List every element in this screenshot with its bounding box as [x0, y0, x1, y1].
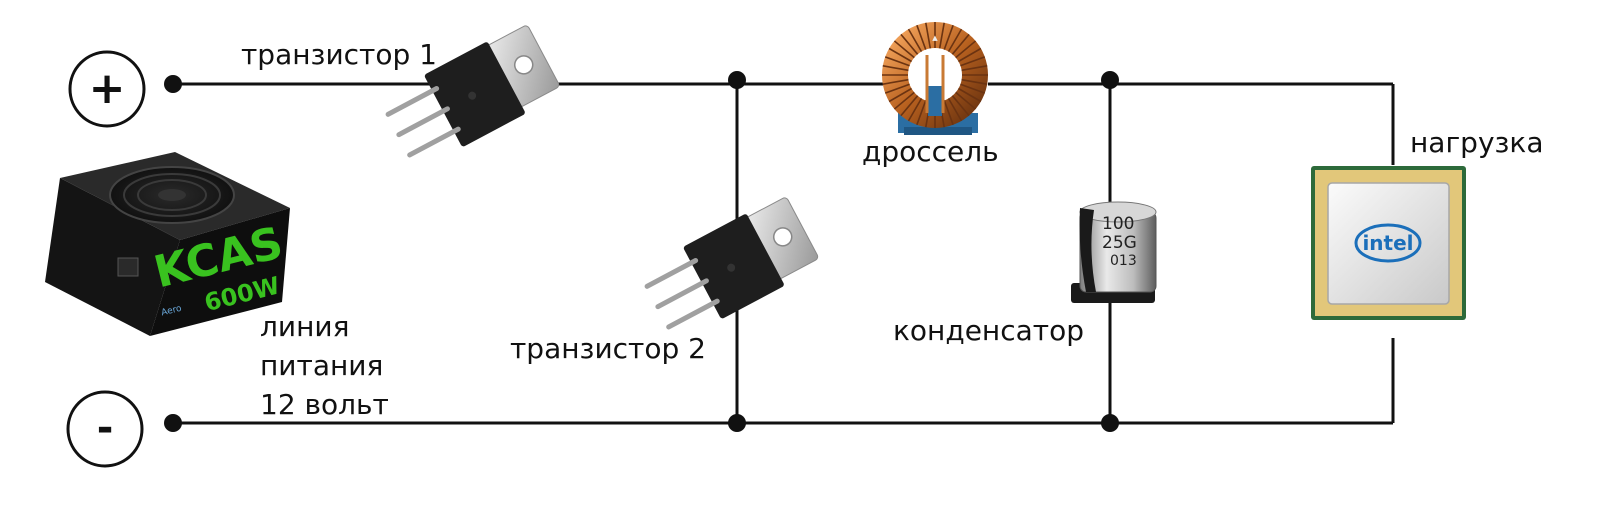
wires — [173, 82, 1395, 425]
transistor-2-label: транзистор 2 — [510, 332, 706, 365]
junction-dot — [164, 75, 182, 93]
psu-maker-text: Aero — [160, 304, 183, 319]
supply-line-label-2: питания — [260, 349, 384, 382]
cpu-load-icon: intel — [1311, 166, 1466, 320]
capacitor-icon: 100 25G 013 — [1071, 201, 1157, 303]
transistor-2-icon — [644, 197, 819, 330]
psu-icon: KCAS 600W Aero — [45, 152, 290, 336]
capacitor-label: конденсатор — [893, 314, 1085, 347]
terminal-minus: - — [66, 390, 144, 468]
junction-dot — [164, 414, 182, 432]
junctions — [164, 71, 1119, 432]
svg-text:▲: ▲ — [932, 34, 938, 42]
junction-dot — [728, 71, 746, 89]
capacitor-marking-line2: 25G — [1102, 233, 1137, 253]
junction-dot — [728, 414, 746, 432]
load-label: нагрузка — [1410, 126, 1544, 159]
terminal-plus: + — [68, 50, 146, 128]
transistor-1-icon — [385, 25, 560, 158]
junction-dot — [1101, 414, 1119, 432]
capacitor-marking-line1: 100 — [1102, 214, 1134, 234]
cpu-logo-text: intel — [1362, 231, 1413, 255]
choke-label: дроссель — [862, 135, 999, 168]
terminal-plus-symbol: + — [89, 63, 126, 114]
terminal-minus-symbol: - — [97, 405, 114, 451]
transistor-1-label: транзистор 1 — [241, 38, 437, 71]
capacitor-marking-line3: 013 — [1110, 253, 1137, 269]
junction-dot — [1101, 71, 1119, 89]
supply-line-label-3: 12 вольт — [260, 388, 389, 421]
choke-icon: ▲ — [882, 22, 988, 135]
supply-line-label-1: линия — [260, 310, 350, 343]
